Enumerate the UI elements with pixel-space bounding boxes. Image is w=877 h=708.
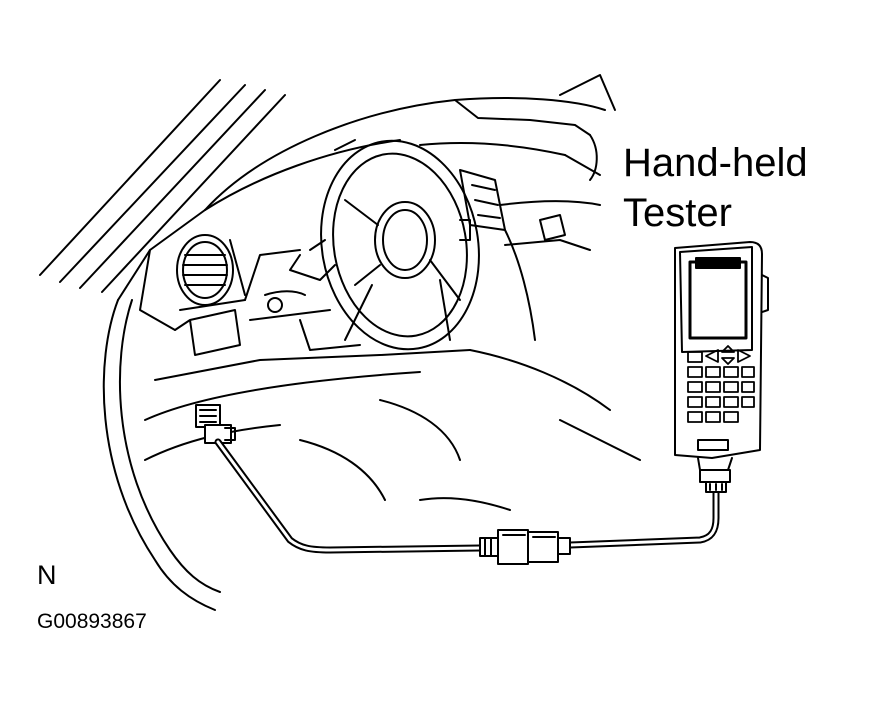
windshield-pillar-lines: [39, 79, 286, 293]
tester-cable: [214, 438, 720, 554]
steering-wheel: [320, 139, 480, 351]
tester-label-line1: Hand-held: [623, 141, 808, 185]
view-letter: N: [37, 560, 57, 590]
instrument-panel: [139, 239, 471, 461]
hand-held-tester-device: [674, 241, 769, 493]
diagnostic-connector: [195, 404, 236, 444]
tester-keypad: [687, 345, 755, 423]
tester-label-line2: Tester: [623, 191, 732, 235]
figure-code: G00893867: [37, 610, 147, 633]
center-console: [299, 169, 641, 511]
cable-inline-connector: [479, 529, 571, 565]
air-vent-left: [176, 234, 246, 306]
